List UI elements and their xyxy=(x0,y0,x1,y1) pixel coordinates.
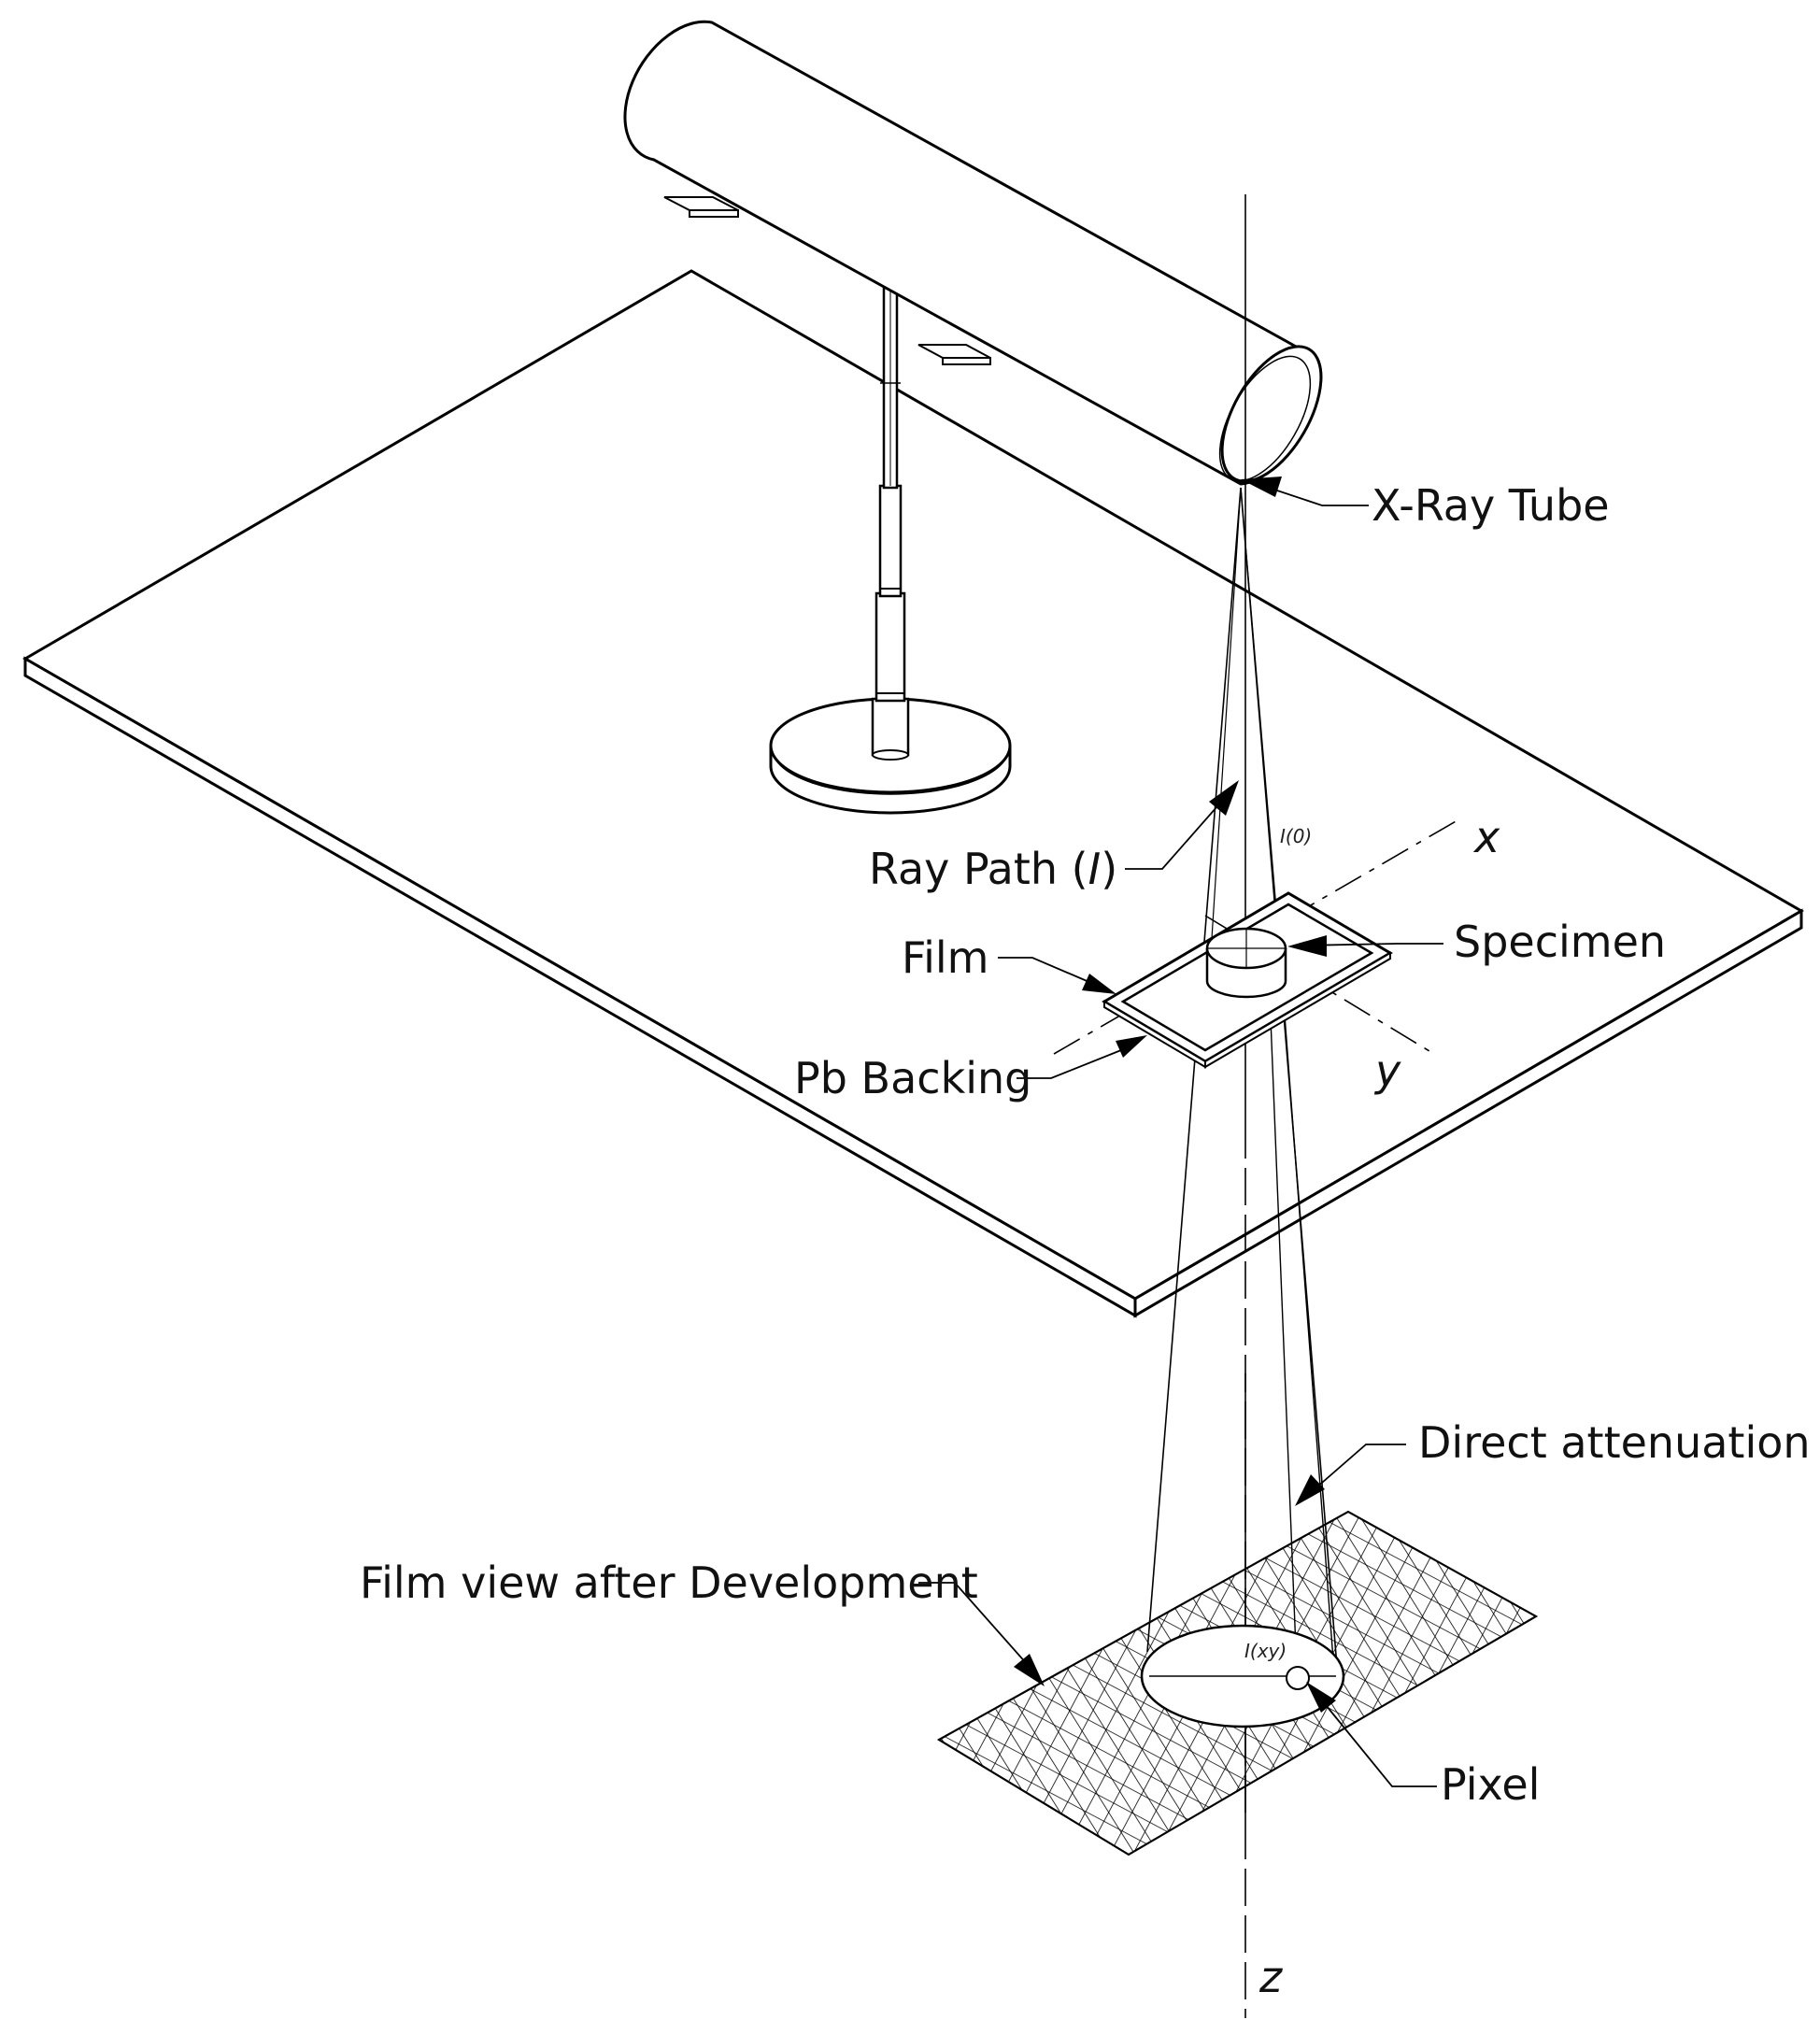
y-axis-label: y xyxy=(1373,1045,1401,1096)
specimen-label: Specimen xyxy=(1454,917,1666,967)
specimen-arrowhead xyxy=(1287,935,1327,957)
ray-path-suffix: ) xyxy=(1101,844,1117,894)
pixel-arrowhead xyxy=(1306,1682,1336,1713)
film-view-label: Film view after Development xyxy=(360,1558,978,1608)
xray-tube-label: X-Ray Tube xyxy=(1372,480,1610,531)
ray-path-symbol: I xyxy=(1088,844,1102,894)
pixel-label: Pixel xyxy=(1441,1759,1540,1810)
pb-backing-arrowhead xyxy=(1116,1035,1147,1058)
ixy-symbol: I(xy) xyxy=(1244,1640,1287,1662)
direct-attenuation-label: Direct attenuation xyxy=(1418,1417,1811,1468)
tube-stand xyxy=(769,278,1012,815)
film-arrowhead xyxy=(1082,974,1116,994)
x-axis-label: x xyxy=(1472,812,1500,862)
developed-film xyxy=(937,1510,1539,1856)
pb-backing-label: Pb Backing xyxy=(794,1053,1031,1103)
film-view-arrowhead xyxy=(1014,1654,1045,1686)
pixel-marker xyxy=(1286,1666,1310,1690)
xray-tube xyxy=(623,20,1323,486)
film-label: Film xyxy=(902,932,988,983)
ray-path-label: Ray Path (I) xyxy=(869,844,1117,894)
ray-path-prefix: Ray Path ( xyxy=(869,844,1088,894)
z-axis-label: z xyxy=(1258,1952,1283,2002)
direct-attenuation-arrowhead xyxy=(1295,1474,1325,1506)
leaders xyxy=(918,476,1443,1787)
ray-path-arrowhead xyxy=(1209,780,1239,816)
i0-symbol: I(0) xyxy=(1280,825,1312,847)
xray-tube-arrowhead xyxy=(1241,476,1282,497)
